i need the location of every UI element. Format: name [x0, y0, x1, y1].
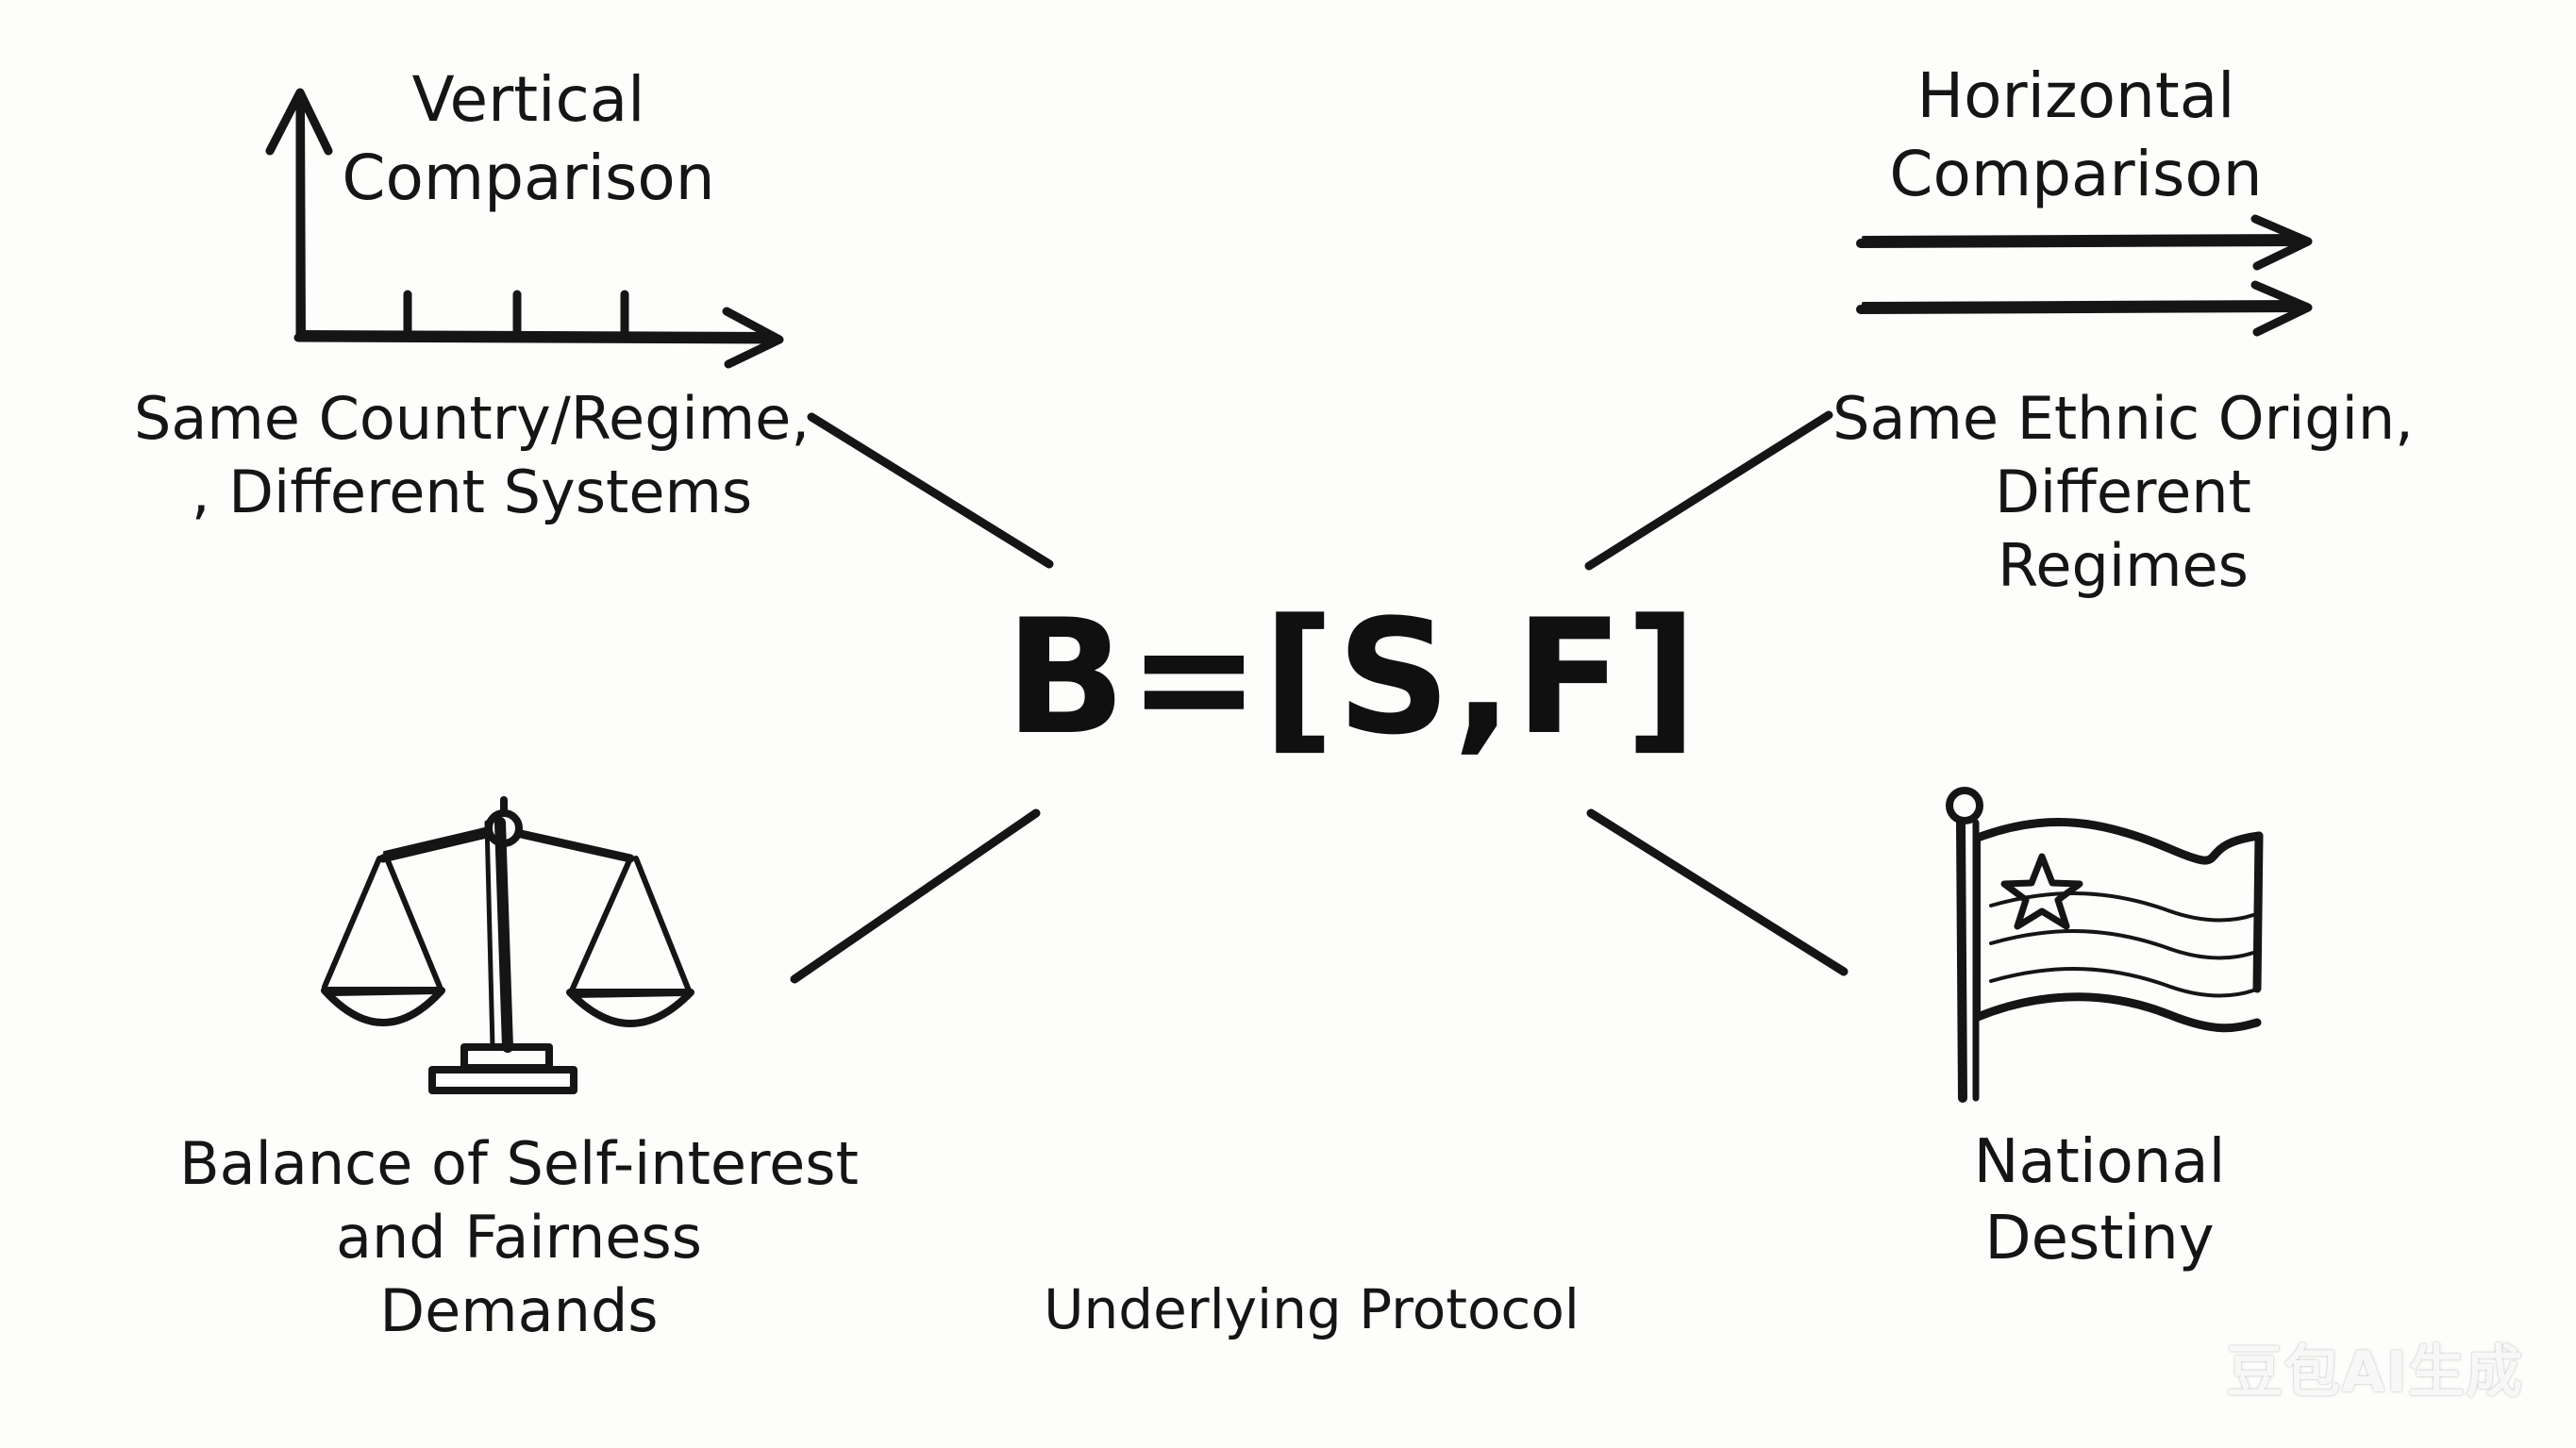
ai-watermark: 豆包AI生成	[2226, 1340, 2523, 1406]
national-destiny-line-2: Destiny	[1984, 1203, 2215, 1273]
horizontal-title-line-2: Comparison	[1889, 138, 2263, 211]
connector-top-right	[1584, 410, 1833, 571]
balance-caption-line-3: Demands	[379, 1276, 659, 1346]
vertical-title-line-1: Vertical	[411, 63, 645, 136]
axes-chart-icon	[265, 88, 784, 369]
horizontal-title-line-1: Horizontal	[1916, 59, 2235, 132]
same-country-caption: Same Country/Regime, , Different Systems	[104, 382, 840, 529]
vertical-title-line-2: Comparison	[342, 141, 715, 215]
vertical-comparison-title: Vertical Comparison	[311, 60, 745, 217]
parallel-arrows-icon	[1856, 214, 2313, 337]
balance-caption-line-2: and Fairness	[336, 1203, 702, 1273]
national-destiny-line-1: National	[1973, 1127, 2226, 1197]
same-ethnic-caption-line-2: Different	[1995, 458, 2251, 527]
connector-lines	[790, 410, 1848, 984]
star-flag-icon	[1946, 787, 2264, 1103]
connector-bottom-right	[1586, 808, 1848, 976]
balance-caption-line-1: Balance of Self-interest	[179, 1129, 859, 1198]
center-formula: B=[S,F]	[1005, 585, 1699, 770]
same-country-caption-line-1: Same Country/Regime,	[133, 384, 811, 453]
balance-caption: Balance of Self-interest and Fairness De…	[160, 1127, 878, 1348]
same-ethnic-caption-line-1: Same Ethnic Origin,	[1832, 384, 2414, 453]
horizontal-comparison-title: Horizontal Comparison	[1849, 57, 2302, 213]
national-destiny-caption: National Destiny	[1915, 1124, 2283, 1276]
connector-bottom-left	[790, 808, 1041, 984]
same-ethnic-origin-caption: Same Ethnic Origin, Different Regimes	[1826, 382, 2420, 603]
same-country-caption-line-2: , Different Systems	[191, 458, 753, 527]
connector-top-left	[807, 412, 1054, 569]
underlying-protocol-caption: Underlying Protocol	[1044, 1277, 1580, 1341]
same-ethnic-caption-line-3: Regimes	[1998, 531, 2249, 601]
balance-scale-icon	[321, 796, 694, 1094]
